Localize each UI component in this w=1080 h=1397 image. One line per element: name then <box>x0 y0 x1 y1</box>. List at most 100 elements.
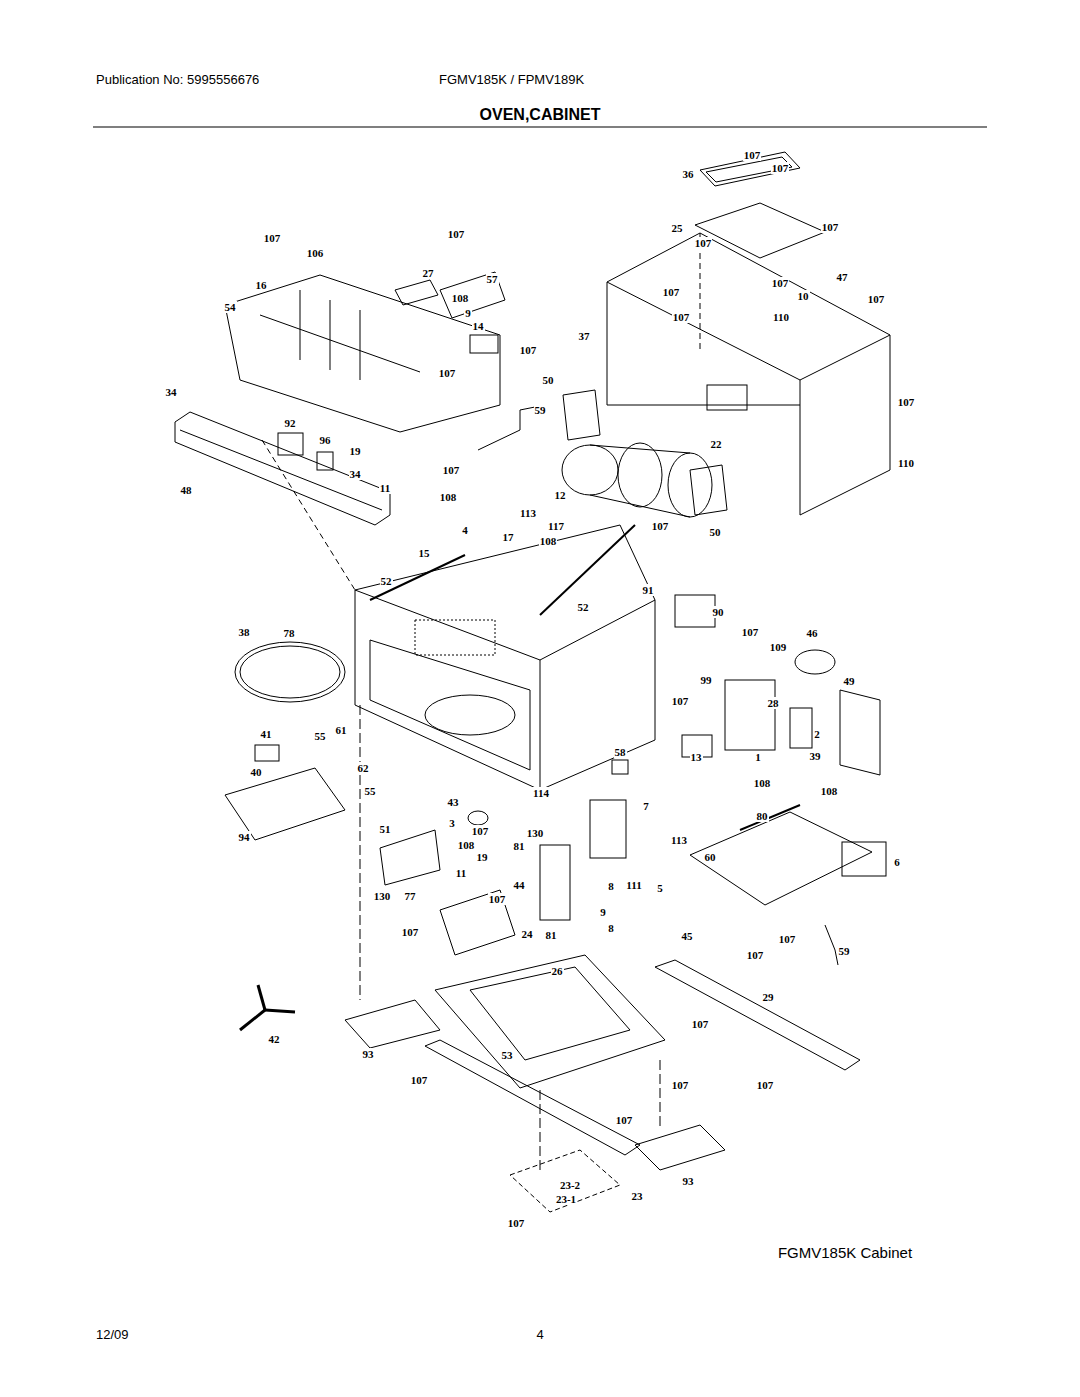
callout-number: 109 <box>769 641 788 653</box>
callout-number: 8 <box>607 922 615 934</box>
callout-number: 99 <box>700 674 713 686</box>
callout-number: 41 <box>260 728 273 740</box>
callout-number: 58 <box>614 746 627 758</box>
callout-number: 107 <box>691 1018 710 1030</box>
callout-number: 23-2 <box>559 1179 581 1191</box>
callout-number: 43 <box>447 796 460 808</box>
callout-number: 96 <box>319 434 332 446</box>
callout-number: 52 <box>380 575 393 587</box>
callout-number: 53 <box>501 1049 514 1061</box>
callout-number: 110 <box>897 457 915 469</box>
callout-number: 15 <box>418 547 431 559</box>
callout-number: 34 <box>165 386 178 398</box>
callout-number: 11 <box>455 867 467 879</box>
callout-number: 107 <box>741 626 760 638</box>
callout-number: 61 <box>335 724 348 736</box>
callout-number: 62 <box>357 762 370 774</box>
callout-number: 4 <box>461 524 469 536</box>
callout-number: 26 <box>551 965 564 977</box>
callout-number: 27 <box>422 267 435 279</box>
callout-number: 7 <box>642 800 650 812</box>
callout-number: 107 <box>662 286 681 298</box>
callout-number: 107 <box>651 520 670 532</box>
callout-number: 6 <box>893 856 901 868</box>
callout-number: 14 <box>472 320 485 332</box>
callout-number: 19 <box>349 445 362 457</box>
callout-number: 54 <box>224 301 237 313</box>
callout-number: 52 <box>577 601 590 613</box>
callout-number: 59 <box>534 404 547 416</box>
callout-number: 2 <box>813 728 821 740</box>
callout-number: 107 <box>447 228 466 240</box>
page-header: 4 <box>535 1328 544 1342</box>
callout-number: 80 <box>756 810 769 822</box>
callout-number: 57 <box>486 273 499 285</box>
page-header: FGMV185K / FPMV189K <box>438 73 585 87</box>
callout-number: 107 <box>756 1079 775 1091</box>
callout-number: 48 <box>180 484 193 496</box>
callout-number: 24 <box>521 928 534 940</box>
callout-number: 8 <box>607 880 615 892</box>
callout-number: 108 <box>457 839 476 851</box>
callout-number: 55 <box>314 730 327 742</box>
callout-number: 107 <box>746 949 765 961</box>
callout-number: 78 <box>283 627 296 639</box>
callout-number: 107 <box>507 1217 526 1229</box>
callout-number: 107 <box>694 237 713 249</box>
callout-number: 108 <box>820 785 839 797</box>
callout-number: 107 <box>671 695 690 707</box>
callout-number: 29 <box>762 991 775 1003</box>
callout-number: 77 <box>404 890 417 902</box>
callout-number: 130 <box>526 827 545 839</box>
callout-number: 39 <box>809 750 822 762</box>
callout-number: 37 <box>578 330 591 342</box>
callout-number: 23 <box>631 1190 644 1202</box>
callout-number: 3 <box>448 817 456 829</box>
callout-number: 111 <box>625 879 642 891</box>
callout-number: 108 <box>753 777 772 789</box>
callout-number: 106 <box>306 247 325 259</box>
callout-number: 107 <box>771 162 790 174</box>
callout-number: 38 <box>238 626 251 638</box>
callout-number: 12 <box>554 489 567 501</box>
page-header: Publication No: 5995556676 <box>95 73 260 87</box>
callout-number: 9 <box>599 906 607 918</box>
callout-number: 107 <box>263 232 282 244</box>
callout-number: 108 <box>539 535 558 547</box>
callout-number: 81 <box>513 840 526 852</box>
callout-number: 34 <box>349 468 362 480</box>
callout-number: 46 <box>806 627 819 639</box>
page-title: OVEN,CABINET <box>480 106 601 124</box>
callout-number: 113 <box>670 834 688 846</box>
callout-number: 107 <box>821 221 840 233</box>
callout-number: 11 <box>379 482 391 494</box>
callout-number: 50 <box>542 374 555 386</box>
callout-number: 16 <box>255 279 268 291</box>
callout-number: 107 <box>615 1114 634 1126</box>
callout-number: 107 <box>471 825 490 837</box>
callout-number: 60 <box>704 851 717 863</box>
callout-number: 44 <box>513 879 526 891</box>
callout-number: 107 <box>867 293 886 305</box>
callout-number: 36 <box>682 168 695 180</box>
callout-number: 117 <box>547 520 565 532</box>
callout-number: 107 <box>771 277 790 289</box>
callout-number: 81 <box>545 929 558 941</box>
callout-number: 114 <box>532 787 550 799</box>
callout-number: 107 <box>671 1079 690 1091</box>
callout-number: 107 <box>778 933 797 945</box>
callout-number: 59 <box>838 945 851 957</box>
callout-number: 107 <box>672 311 691 323</box>
callout-number: 55 <box>364 785 377 797</box>
callout-number: 45 <box>681 930 694 942</box>
callout-number: 110 <box>772 311 790 323</box>
callout-number: 107 <box>410 1074 429 1086</box>
callout-number: 49 <box>843 675 856 687</box>
callout-number: 10 <box>797 290 810 302</box>
callout-number: 5 <box>656 882 664 894</box>
callout-number: 107 <box>897 396 916 408</box>
callout-number: 19 <box>476 851 489 863</box>
callout-number: 13 <box>690 751 703 763</box>
callout-number: 108 <box>451 292 470 304</box>
